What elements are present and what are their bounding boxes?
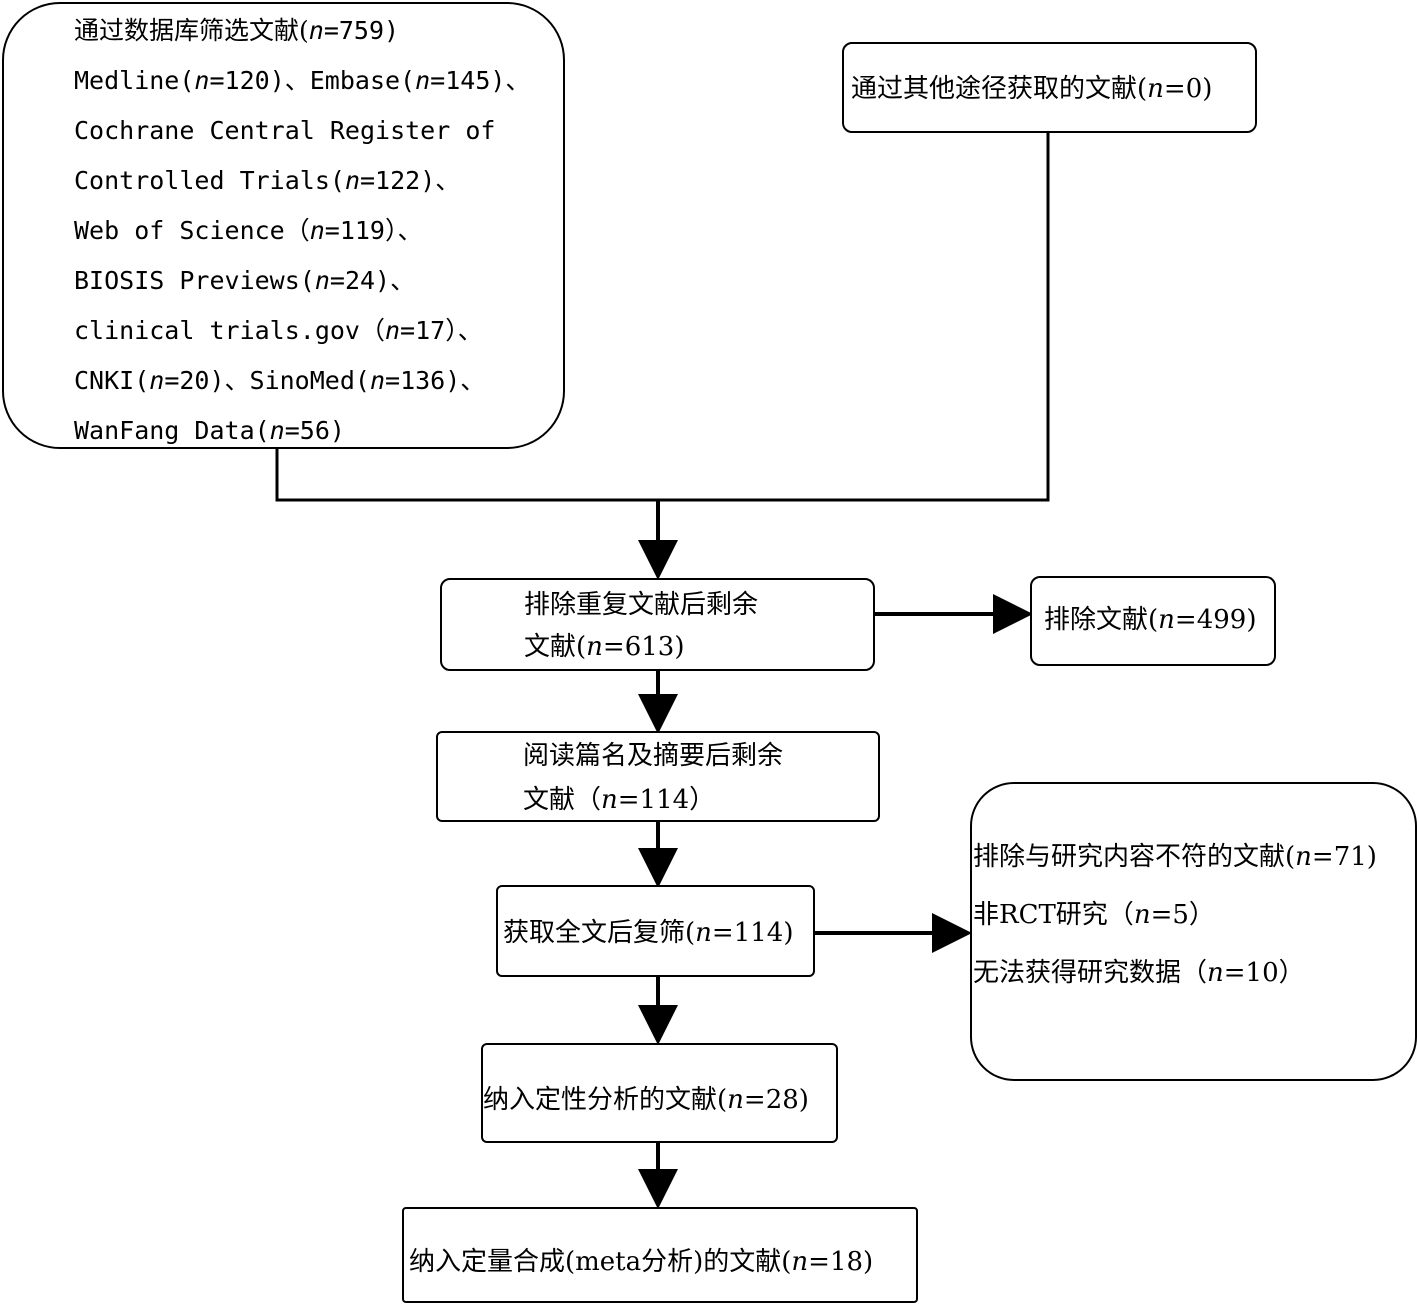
fulltext-rescreen-box: 获取全文后复筛(n=114) (496, 885, 815, 977)
excluded-fulltext-line: 排除与研究内容不符的文献(n=71) (973, 842, 1377, 872)
excluded-fulltext-box: 排除与研究内容不符的文献(n=71) 非RCT研究（n=5） 无法获得研究数据（… (970, 782, 1417, 1081)
quantitative-box: 纳入定量合成(meta分析)的文献(n=18) (402, 1207, 918, 1303)
database-search-line: CNKI(n=20)、SinoMed(n=136)、 (74, 366, 486, 395)
database-search-box: 通过数据库筛选文献(n=759) Medline(n=120)、Embase(n… (2, 2, 565, 449)
database-search-line: WanFang Data(n=56) (74, 416, 345, 445)
excluded-dup-label: 排除文献(n=499) (1044, 605, 1257, 635)
database-search-line: 通过数据库筛选文献(n=759) (74, 16, 400, 45)
excluded-fulltext-line: 非RCT研究（n=5） (973, 900, 1215, 930)
database-search-line: Web of Science（n=119）、 (74, 216, 423, 245)
after-title-abstract-box: 阅读篇名及摘要后剩余 文献（n=114） (436, 731, 880, 822)
other-sources-box: 通过其他途径获取的文献(n=0) (842, 42, 1257, 133)
other-sources-label: 通过其他途径获取的文献(n=0) (851, 74, 1213, 104)
database-search-line: Controlled Trials(n=122)、 (74, 166, 461, 195)
database-search-line: Medline(n=120)、Embase(n=145)、 (74, 66, 531, 95)
after-dedup-line: 文献(n=613) (524, 632, 685, 662)
after-dedup-box: 排除重复文献后剩余 文献(n=613) (440, 578, 875, 671)
connector-database-to-merge (275, 448, 658, 502)
connector-other-to-merge (658, 132, 1050, 502)
database-search-line: clinical trials.gov（n=17）、 (74, 316, 483, 345)
after-dedup-line: 排除重复文献后剩余 (524, 590, 759, 620)
quantitative-label: 纳入定量合成(meta分析)的文献(n=18) (409, 1247, 874, 1277)
database-search-line: BIOSIS Previews(n=24)、 (74, 266, 416, 295)
excluded-dup-box: 排除文献(n=499) (1030, 576, 1276, 666)
excluded-fulltext-line: 无法获得研究数据（n=10） (973, 958, 1305, 988)
after-title-abstract-line: 阅读篇名及摘要后剩余 (523, 741, 784, 771)
qualitative-box: 纳入定性分析的文献(n=28) (481, 1043, 838, 1143)
fulltext-rescreen-label: 获取全文后复筛(n=114) (503, 918, 794, 948)
qualitative-label: 纳入定性分析的文献(n=28) (483, 1085, 809, 1115)
after-title-abstract-line: 文献（n=114） (523, 785, 716, 815)
database-search-line: Cochrane Central Register of (74, 116, 496, 145)
